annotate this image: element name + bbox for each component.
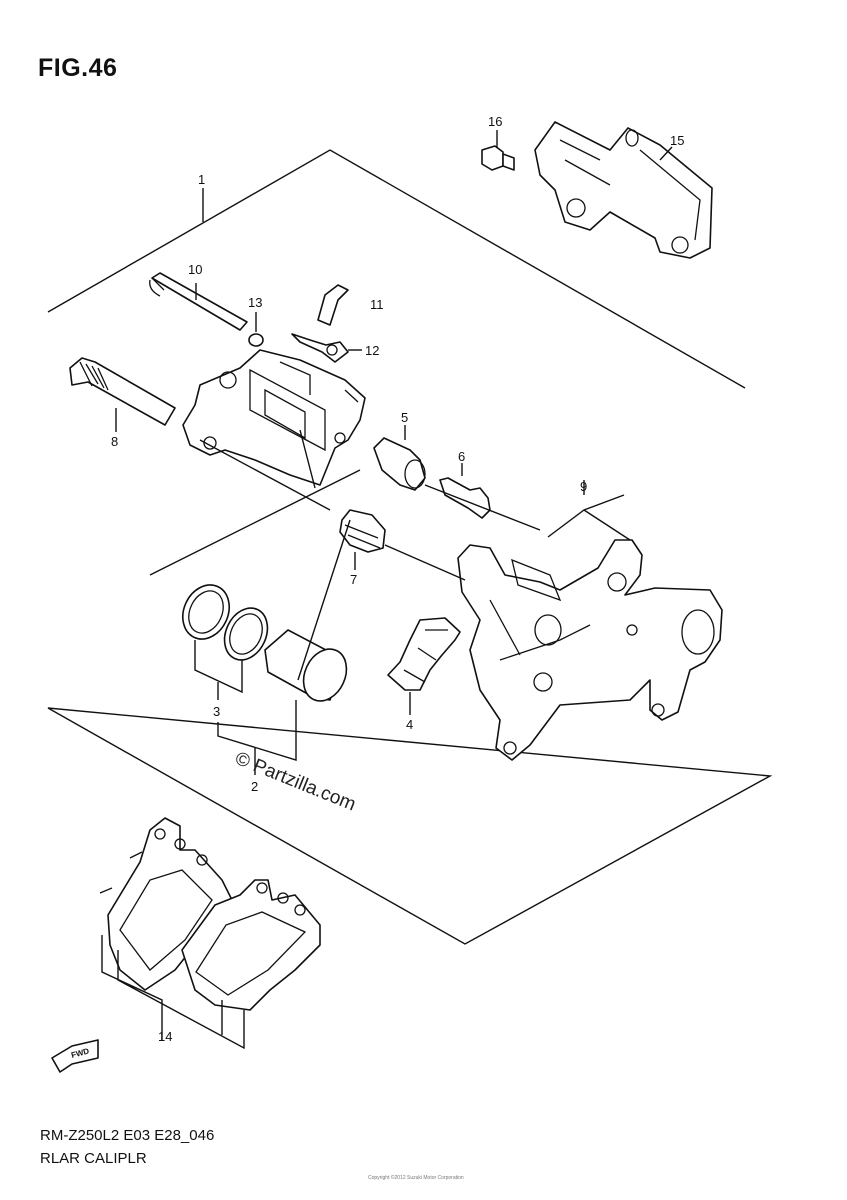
part-2-piston[interactable]: [264, 629, 355, 708]
callout-14: 14: [158, 1029, 172, 1044]
callout-7: 7: [350, 572, 357, 587]
part-4-pad-spring[interactable]: [387, 617, 461, 691]
part-15-caliper-bracket[interactable]: [534, 121, 713, 259]
part-name: RLAR CALIPLR: [40, 1150, 147, 1167]
part-12-bleeder-cap[interactable]: [291, 333, 349, 363]
callout-10: 10: [188, 262, 202, 277]
fine-print: Copyright ©2012 Suzuki Motor Corporation: [368, 1175, 464, 1181]
part-16-bolt[interactable]: [481, 145, 515, 171]
leader-line-9: [547, 480, 631, 541]
callout-15: 15: [670, 133, 684, 148]
callout-4: 4: [406, 717, 413, 732]
callout-11: 11: [370, 297, 384, 312]
callout-9: 9: [580, 479, 587, 494]
callout-5: 5: [401, 410, 408, 425]
part-11-bleeder-valve[interactable]: [317, 284, 349, 326]
part-10-slide-pin[interactable]: [149, 272, 248, 331]
callout-8: 8: [111, 434, 118, 449]
callout-16: 16: [488, 114, 502, 129]
part-3-piston-seal-b[interactable]: [216, 601, 275, 667]
part-6-bushing[interactable]: [439, 477, 491, 519]
leader-line-15: [659, 146, 673, 161]
assembly-leader-lines: [149, 429, 541, 681]
callout-3: 3: [213, 704, 220, 719]
callout-13: 13: [248, 295, 262, 310]
part-9-caliper-holder[interactable]: [457, 539, 723, 761]
model-code: RM-Z250L2 E03 E28_046: [40, 1127, 215, 1144]
part-3-piston-seal-a[interactable]: [174, 577, 238, 646]
caliper-body[interactable]: [182, 349, 366, 486]
figure-title: FIG.46: [38, 54, 118, 82]
callout-2: 2: [251, 779, 258, 794]
leader-bracket-2: [217, 700, 297, 775]
callout-12: 12: [365, 343, 379, 358]
part-5-pin-boot[interactable]: [373, 437, 426, 491]
part-14-brake-pads[interactable]: [99, 817, 321, 1011]
leader-bracket-14: [101, 935, 245, 1050]
fwd-arrow: FWD: [51, 1039, 99, 1073]
part-8-slide-pin[interactable]: [69, 357, 176, 426]
callout-6: 6: [458, 449, 465, 464]
callout-1: 1: [198, 172, 205, 187]
leader-bracket-3: [194, 640, 243, 700]
assembly-outline: [47, 149, 773, 945]
part-13-o-ring[interactable]: [248, 333, 264, 347]
part-7-pin-boot[interactable]: [339, 509, 386, 553]
